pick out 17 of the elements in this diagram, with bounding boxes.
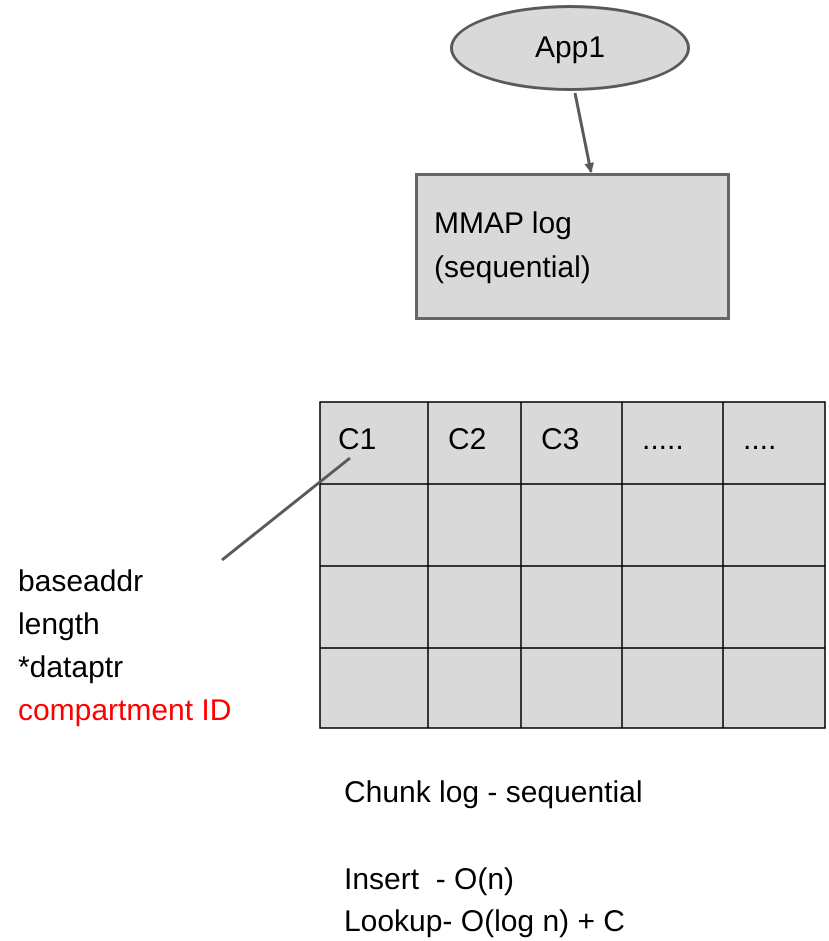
column-header: .... bbox=[743, 422, 776, 458]
node-label: MMAP log (sequential) bbox=[434, 206, 592, 286]
leader-line bbox=[221, 456, 351, 562]
field-name: compartment ID bbox=[18, 693, 232, 729]
process-box bbox=[415, 173, 730, 320]
field-name: *dataptr bbox=[18, 650, 124, 686]
column-header: C1 bbox=[338, 422, 384, 458]
arrow bbox=[574, 92, 594, 173]
note-text: Lookup- O(log n) + C bbox=[344, 904, 625, 940]
column-header: C3 bbox=[541, 422, 580, 458]
field-name: length bbox=[18, 607, 101, 643]
caption-text: Chunk log - sequential bbox=[344, 775, 643, 811]
column-header: ..... bbox=[642, 422, 684, 458]
field-name: baseaddr bbox=[18, 564, 144, 600]
note-text: Insert - O(n) bbox=[344, 862, 514, 898]
node-label: App1 bbox=[534, 30, 606, 66]
column-header: C2 bbox=[448, 422, 486, 458]
